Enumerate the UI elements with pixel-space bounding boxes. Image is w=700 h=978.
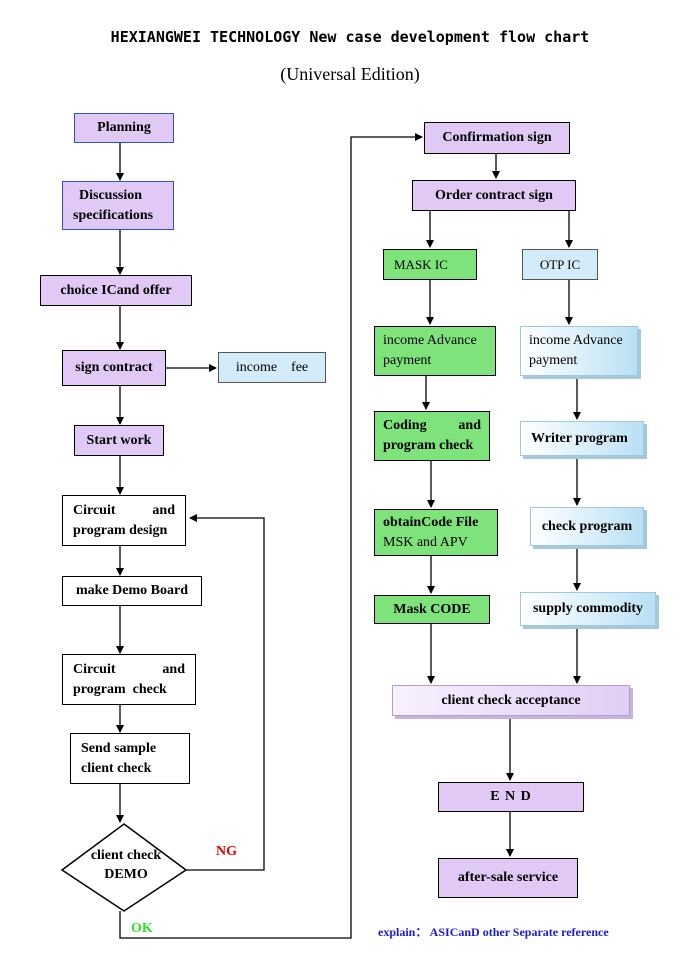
- writer-program-box: Writer program: [520, 421, 644, 456]
- send-sample-box: Send sample client check: [70, 733, 190, 784]
- circuit-check-label-line2: program check: [73, 681, 167, 697]
- check-program-label: check program: [541, 518, 633, 534]
- confirmation-sign-box: Confirmation sign: [424, 122, 570, 154]
- obtain-code-box: obtainCode File MSK and APV: [374, 509, 498, 556]
- order-contract-label: Order contract sign: [435, 187, 553, 203]
- arrow-ok-to-confirmation: [119, 133, 423, 939]
- planning-label: Planning: [97, 120, 151, 135]
- circuit-design-label-line2: program design: [73, 522, 168, 538]
- confirmation-sign-label: Confirmation sign: [442, 130, 552, 145]
- choice-ic-label: choice ICand offer: [60, 282, 172, 298]
- make-demo-box: make Demo Board: [62, 576, 202, 606]
- sign-contract-box: sign contract: [62, 350, 166, 386]
- start-work-label: Start work: [86, 432, 152, 448]
- mask-income-box: income Advance payment: [374, 326, 496, 376]
- send-sample-label-line1: Send sample: [81, 740, 157, 756]
- end-label: E N D: [490, 789, 532, 804]
- circuit-check-label-line1: Circuit and: [73, 661, 185, 677]
- decision-label-line2: DEMO: [104, 867, 148, 882]
- coding-label-line1: Coding and: [383, 418, 481, 433]
- send-sample-label-line2: client check: [81, 760, 152, 776]
- income-fee-box: income fee: [218, 352, 326, 383]
- decision-label-line1: client check: [90, 848, 162, 863]
- after-sale-box: after-sale service: [438, 858, 578, 898]
- planning-box: Planning: [74, 113, 174, 143]
- coding-label-line2: program check: [383, 438, 474, 453]
- page-subtitle: (Universal Edition): [280, 64, 420, 84]
- arrow-ng-loop: [186, 514, 265, 871]
- coding-box: Coding and program check: [374, 411, 490, 461]
- obtain-code-label-line1: obtainCode File: [383, 514, 479, 530]
- start-work-box: Start work: [74, 425, 164, 456]
- otp-ic-label: OTP IC: [539, 256, 581, 272]
- ok-label: OK: [131, 921, 153, 936]
- after-sale-label: after-sale service: [457, 870, 559, 885]
- mask-income-label-line1: income Advance: [383, 333, 477, 348]
- otp-income-label-line2: payment: [529, 353, 578, 368]
- circuit-design-label-line1: Circuit and: [73, 502, 175, 518]
- make-demo-label: make Demo Board: [76, 583, 188, 598]
- client-acceptance-label: client check acceptance: [441, 692, 581, 708]
- mask-ic-label: MASK IC: [394, 256, 448, 272]
- mask-code-label: Mask CODE: [393, 601, 471, 617]
- supply-commodity-box: supply commodity: [520, 592, 656, 626]
- otp-income-label-line1: income Advance: [529, 333, 623, 348]
- check-program-box: check program: [530, 507, 644, 546]
- order-contract-box: Order contract sign: [412, 180, 576, 211]
- writer-program-label: Writer program: [531, 430, 628, 446]
- sign-contract-label: sign contract: [75, 360, 153, 375]
- income-fee-label: income fee: [235, 359, 309, 375]
- ng-label: NG: [216, 844, 237, 859]
- decision-label: client check DEMO: [72, 846, 180, 884]
- mask-code-box: Mask CODE: [374, 595, 490, 624]
- page-title: HEXIANGWEI TECHNOLOGY New case developme…: [110, 28, 590, 46]
- discussion-label-line2: specifications: [73, 207, 154, 223]
- obtain-code-label-line2: MSK and APV: [383, 534, 468, 550]
- mask-income-label-line2: payment: [383, 353, 432, 368]
- choice-ic-box: choice ICand offer: [40, 275, 192, 306]
- mask-ic-box: MASK IC: [383, 249, 477, 280]
- otp-income-box: income Advance payment: [520, 326, 638, 376]
- decision-diamond: [60, 823, 188, 912]
- supply-commodity-label: supply commodity: [532, 601, 644, 616]
- explain-note: explain： ASICanD other Separate referenc…: [378, 925, 609, 939]
- otp-ic-box: OTP IC: [522, 249, 598, 280]
- circuit-check-box: Circuit and program check: [62, 654, 196, 705]
- client-acceptance-box: client check acceptance: [392, 685, 630, 716]
- discussion-label-line1: Discussion: [79, 187, 143, 203]
- discussion-box: Discussion specifications: [62, 181, 174, 230]
- end-box: E N D: [438, 782, 584, 812]
- circuit-design-box: Circuit and program design: [62, 495, 186, 546]
